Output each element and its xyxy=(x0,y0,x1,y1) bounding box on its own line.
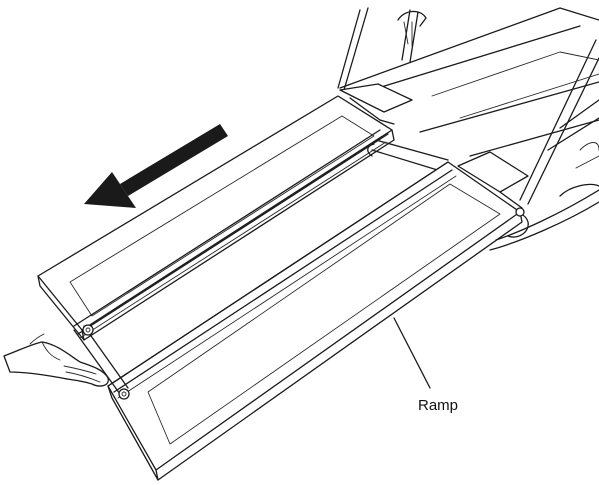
hand-icon xyxy=(3,333,109,387)
arrow-left-down-icon xyxy=(84,124,228,208)
connecting-bar xyxy=(73,207,525,400)
ramp-leader-line xyxy=(393,317,431,389)
vehicle-rear-structure xyxy=(337,7,599,251)
ramp-callout-label: Ramp xyxy=(418,397,459,414)
left-ramp-plate xyxy=(37,95,395,341)
